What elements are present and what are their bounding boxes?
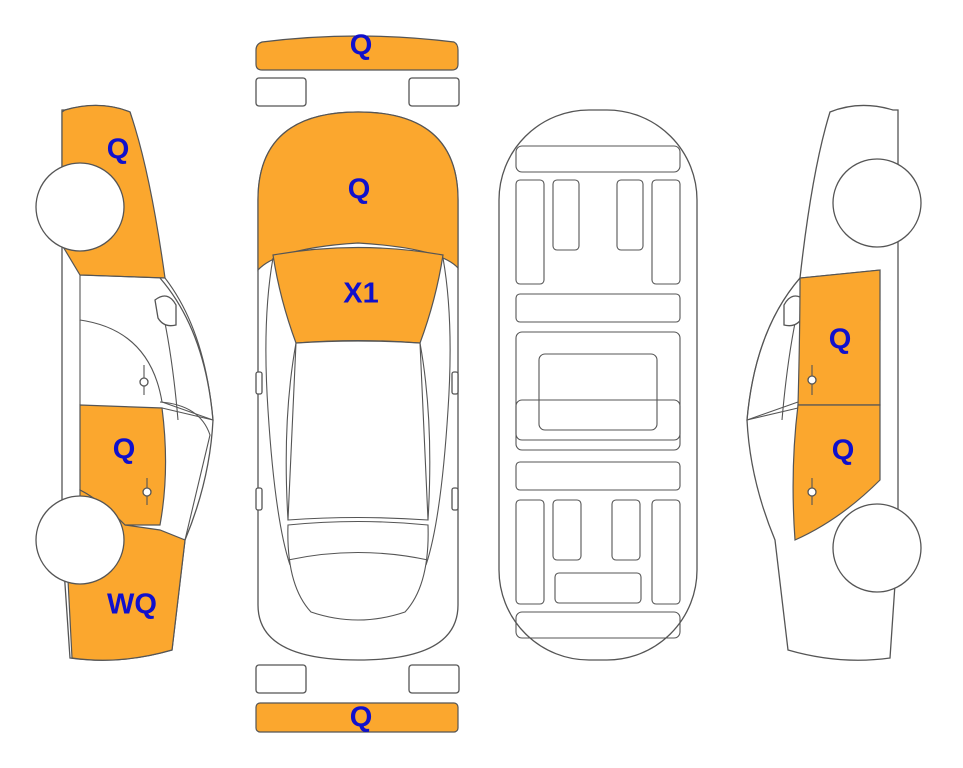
left-headlight <box>255 77 307 107</box>
front-bumper-code: Q <box>350 30 373 62</box>
windshield-code: X1 <box>343 278 378 310</box>
rear-bumper-zone[interactable] <box>255 702 459 733</box>
left-rear-quarter-code: WQ <box>107 589 157 621</box>
right-taillight <box>408 664 460 694</box>
hood-code: Q <box>348 174 371 206</box>
left-front-wheel <box>35 162 125 252</box>
left-rear-door-code: Q <box>113 434 136 466</box>
right-headlight <box>408 77 460 107</box>
left-front-fender-code: Q <box>107 134 130 166</box>
hood-zone[interactable] <box>257 111 459 272</box>
right-front-wheel <box>832 158 922 248</box>
right-side-view <box>746 104 922 661</box>
left-side-view <box>35 104 214 661</box>
damage-labels: Q Q X1 Q Q Q WQ Q Q <box>107 30 855 734</box>
left-rear-wheel <box>35 495 125 585</box>
left-taillight <box>255 664 307 694</box>
interior-view <box>498 109 698 661</box>
right-rear-door-code: Q <box>829 324 852 356</box>
right-front-door-code: Q <box>832 435 855 467</box>
right-rear-wheel <box>832 503 922 593</box>
right-front-door-zone[interactable] <box>792 404 881 541</box>
rear-bumper-code: Q <box>350 702 373 734</box>
top-view <box>255 35 460 733</box>
interior-shell <box>498 109 698 661</box>
front-bumper-zone[interactable] <box>255 35 459 71</box>
